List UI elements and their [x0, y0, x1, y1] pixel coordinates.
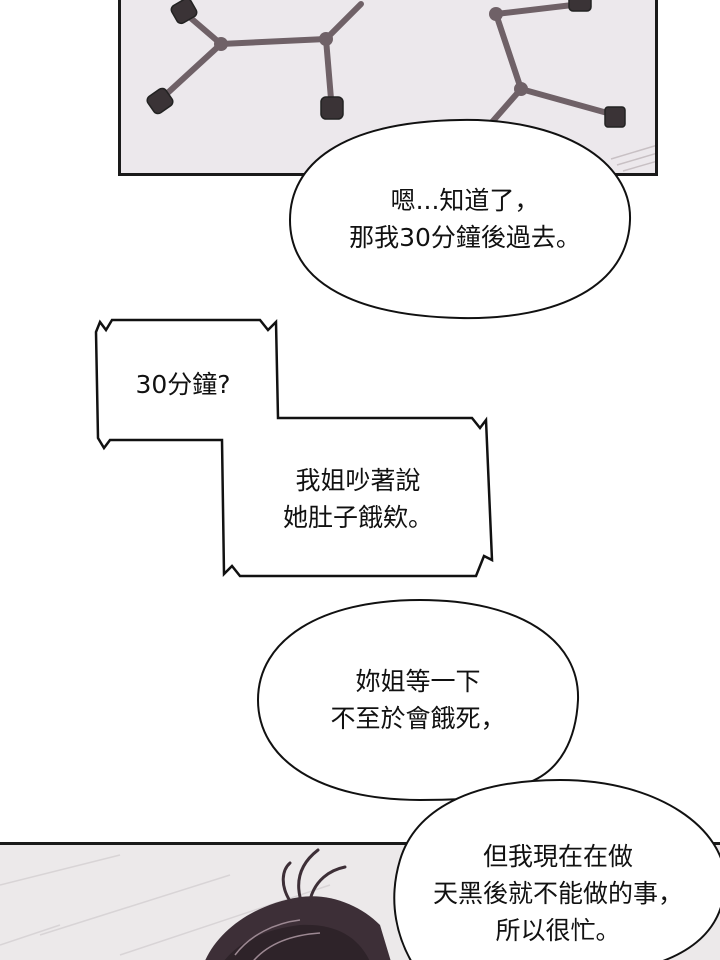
bubble-3-line-1: 我姐吵著說 — [295, 466, 421, 495]
bubble-4-line-1: 妳姐等一下 — [355, 667, 481, 696]
speech-bubble-5 — [393, 778, 720, 960]
shout-bubble-2-3 — [94, 318, 494, 578]
bubble-5-text: 但我現在在做 天黑後就不能做的事， 所以很忙。 — [408, 838, 708, 949]
bubble-1-text: 嗯...知道了， 那我30分鐘後過去。 — [320, 182, 610, 256]
bubble-5-line-2: 天黑後就不能做的事， — [432, 879, 683, 908]
bubble-5-line-1: 但我現在在做 — [482, 842, 633, 871]
bubble-5-line-3: 所以很忙。 — [495, 916, 621, 945]
bubble-3-line-2: 她肚子餓欸。 — [282, 503, 433, 532]
bubble-1-line-1: 嗯...知道了， — [390, 186, 540, 215]
bubble-2-text: 30分鐘? — [118, 366, 248, 403]
bubble-2-line-1: 30分鐘? — [135, 370, 231, 399]
bubble-4-line-2: 不至於會餓死， — [330, 704, 506, 733]
bubble-4-text: 妳姐等一下 不至於會餓死， — [300, 663, 536, 737]
speech-bubble-1 — [288, 118, 632, 320]
dark-hair-figure-illustration — [0, 848, 391, 960]
bubble-3-text: 我姐吵著說 她肚子餓欸。 — [258, 462, 458, 536]
bubble-1-line-2: 那我30分鐘後過去。 — [349, 223, 581, 252]
